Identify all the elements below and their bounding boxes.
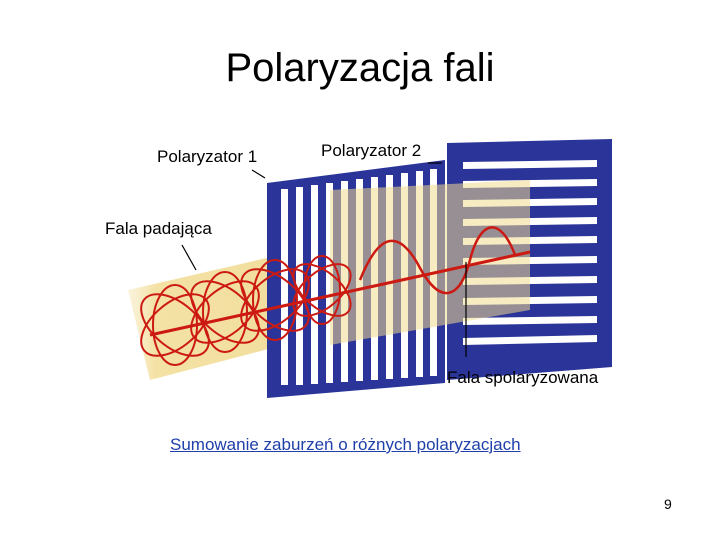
label-polarized-wave: Fala spolaryzowana	[447, 368, 598, 388]
page-number: 9	[664, 496, 672, 512]
label-polarizer-2: Polaryzator 2	[321, 141, 421, 161]
label-incident-wave: Fala padająca	[105, 219, 212, 239]
label-polarizer-1: Polaryzator 1	[157, 147, 257, 167]
superposition-link[interactable]: Sumowanie zaburzeń o różnych polaryzacja…	[170, 435, 521, 455]
